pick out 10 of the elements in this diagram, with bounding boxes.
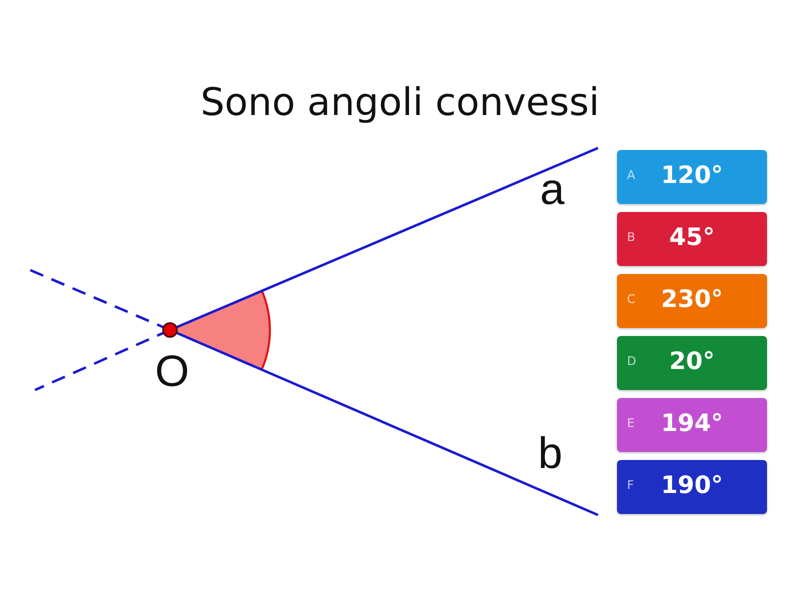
line-label: a [540, 168, 564, 212]
answer-button: C 230° [617, 274, 767, 328]
answer-button: E 194° [617, 398, 767, 452]
answer-button: B 45° [617, 212, 767, 266]
answer-button: F 190° [617, 460, 767, 514]
point-label: O [155, 350, 190, 394]
line-label: b [538, 432, 562, 476]
answer-button: D 20° [617, 336, 767, 390]
answer-button: A 120° [617, 150, 767, 204]
title: Sono angoli convessi [200, 80, 600, 124]
